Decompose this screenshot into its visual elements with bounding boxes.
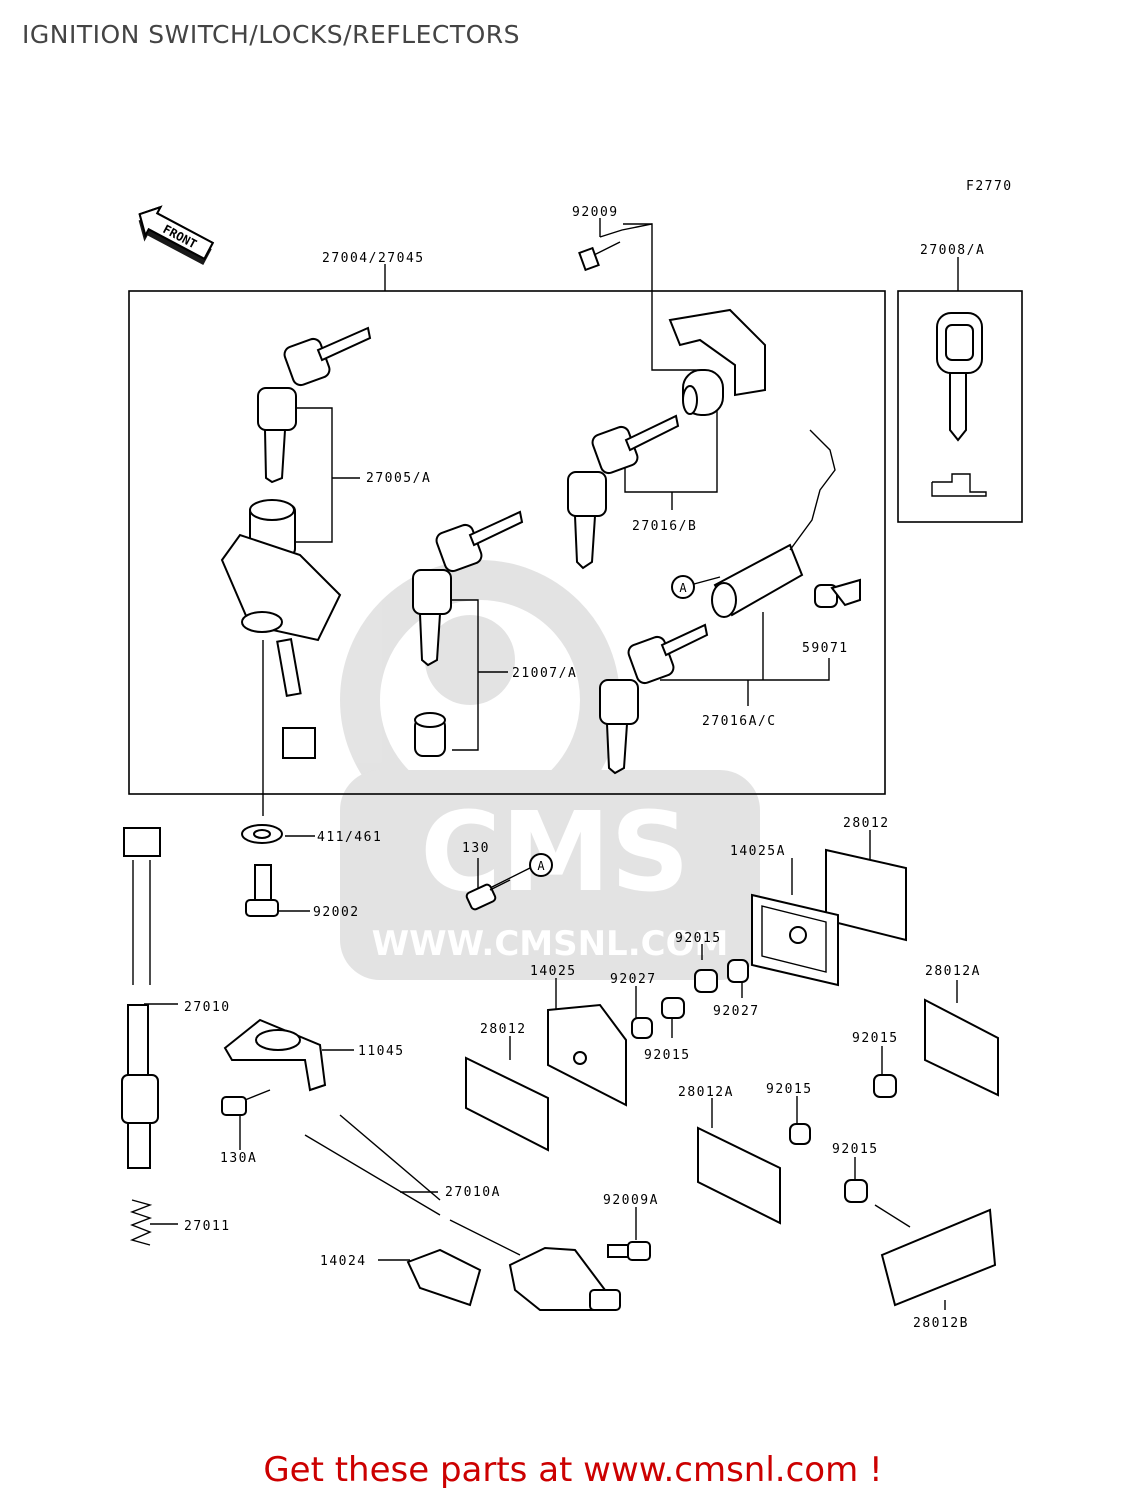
switch-27010a: [304, 1114, 621, 1311]
callout-92009a: 92009A: [603, 1193, 659, 1208]
reflector-28012a-mid: [697, 1126, 781, 1225]
watermark-url: WWW.CMSNL.COM: [372, 924, 729, 964]
callout-130a: 130A: [220, 1151, 257, 1166]
callout-92015-e: 92015: [832, 1142, 879, 1157]
callout-14025: 14025: [530, 964, 577, 979]
nuts-collars: [631, 959, 749, 1039]
bolt-92002: [245, 864, 279, 917]
callout-28012-top: 28012: [843, 816, 890, 831]
figure-code: F2770: [966, 179, 1013, 194]
callout-92015-a: 92015: [675, 931, 722, 946]
nut-92015-right: [873, 1074, 897, 1098]
callout-27004: 27004/27045: [322, 251, 425, 266]
callout-130: 130: [462, 841, 490, 856]
watermark-logo: CMS: [420, 788, 689, 916]
key-blank: [931, 312, 987, 497]
callout-27011: 27011: [184, 1219, 231, 1234]
callout-92015-c: 92015: [644, 1048, 691, 1063]
watermark: CMS WWW.CMSNL.COM: [340, 560, 760, 980]
bolt-92009a: [607, 1241, 651, 1261]
reflector-28012b: [880, 1208, 997, 1307]
helmet-lock: [711, 429, 861, 618]
bolt-130a: [221, 1089, 271, 1116]
callout-411: 411/461: [317, 830, 382, 845]
callout-27010: 27010: [184, 1000, 231, 1015]
callout-28012a-mid: 28012A: [678, 1085, 734, 1100]
marker-a-bolt: A: [529, 853, 553, 877]
keys-27016b: [567, 414, 680, 570]
reflector-28012-top: [825, 848, 907, 942]
reflector-28012-left: [465, 1056, 549, 1152]
key-blank-box: [897, 290, 1023, 523]
connector-27010: [121, 827, 161, 1246]
washer-411: [241, 824, 283, 844]
cover-14024: [406, 1248, 482, 1307]
footer-cta-link[interactable]: Get these parts at www.cmsnl.com !: [263, 1450, 883, 1490]
nut-92015-mid: [789, 1123, 868, 1203]
callout-28012a-right: 28012A: [925, 964, 981, 979]
callout-59071: 59071: [802, 641, 849, 656]
page-title: IGNITION SWITCH/LOCKS/REFLECTORS: [22, 20, 521, 49]
callout-27010a: 27010A: [445, 1185, 501, 1200]
reflector-base-14025: [547, 1003, 627, 1107]
callout-28012b: 28012B: [913, 1316, 969, 1331]
ignition-kit-box: [128, 290, 886, 795]
callout-14024: 14024: [320, 1254, 367, 1269]
bolt-130: [465, 879, 511, 911]
callout-14025a: 14025A: [730, 844, 786, 859]
keys-27005: [257, 326, 372, 484]
svg-text:A: A: [537, 859, 545, 873]
callout-27008: 27008/A: [920, 243, 985, 258]
screw-92009: [578, 241, 621, 272]
callout-11045: 11045: [358, 1044, 405, 1059]
seat-lock-assembly: [668, 308, 766, 416]
bracket-11045: [223, 1018, 327, 1092]
callout-92027-b: 92027: [713, 1004, 760, 1019]
reflector-28012a-right: [924, 998, 999, 1097]
callout-21007: 21007/A: [512, 666, 577, 681]
marker-a-helmet: A: [671, 575, 721, 599]
callout-27005: 27005/A: [366, 471, 431, 486]
svg-text:A: A: [679, 581, 687, 595]
ignition-switch: [220, 499, 342, 759]
callout-92009: 92009: [572, 205, 619, 220]
front-arrow-icon: FRONT: [138, 205, 215, 266]
callout-27016b: 27016/B: [632, 519, 697, 534]
keys-27016ac: [599, 623, 709, 775]
callout-27016ac: 27016A/C: [702, 714, 777, 729]
reflector-base-14025a: [751, 893, 839, 987]
callout-92015-d: 92015: [766, 1082, 813, 1097]
keys-21007: [412, 510, 524, 757]
callout-92015-b: 92015: [852, 1031, 899, 1046]
callout-92027-a: 92027: [610, 972, 657, 987]
callout-labels: 92009 27004/27045 27008/A 27005/A 27016/…: [184, 205, 985, 1331]
callout-28012-left: 28012: [480, 1022, 527, 1037]
parts-diagram: CMS WWW.CMSNL.COM F2770 FRONT: [121, 179, 1023, 1331]
callout-92002: 92002: [313, 905, 360, 920]
